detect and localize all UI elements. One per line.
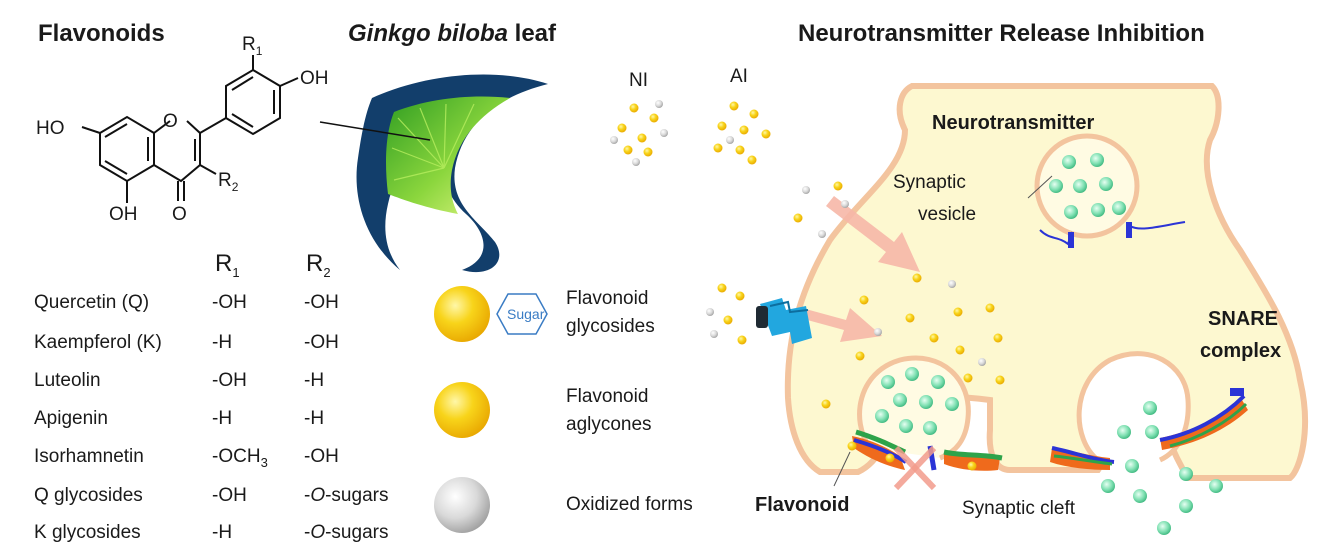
structure-ho-left: HO xyxy=(36,118,65,139)
structure-r1-text: R xyxy=(242,34,256,55)
table-row-r2: -OH xyxy=(304,332,339,353)
table-row-r1: -H xyxy=(212,332,233,353)
table-header-r1-text: R xyxy=(215,250,233,277)
ni-particles xyxy=(610,100,668,166)
table-row-r2: -OH xyxy=(304,292,339,313)
ginkgo-title-italic: Ginkgo biloba xyxy=(348,20,508,47)
r2-italic-o: O xyxy=(310,522,326,543)
sugar-hexagon xyxy=(496,293,548,335)
table-row-r1: -OH xyxy=(212,485,247,506)
table-row-r2-sugars: -O-sugars xyxy=(304,485,388,507)
table-header-r2-text: R xyxy=(306,250,324,277)
table-row-name: K glycosides xyxy=(34,522,141,543)
aglycones-label-line2: aglycones xyxy=(566,414,652,435)
ai-particles xyxy=(713,101,771,165)
neurotransmitter-label: Neurotransmitter xyxy=(932,112,1095,134)
table-row-r1: -H xyxy=(212,408,233,429)
synaptic-cleft-label: Synaptic cleft xyxy=(962,498,1075,519)
table-header-r2: R2 xyxy=(306,250,331,280)
released-neurotransmitters xyxy=(1101,459,1223,535)
flavonoid-label: Flavonoid xyxy=(755,494,850,516)
transporter-icon xyxy=(756,298,812,344)
synaptic-vesicle-label-line2: vesicle xyxy=(918,204,977,225)
structure-o-ring: O xyxy=(163,111,178,132)
glycosides-label-line1: Flavonoid xyxy=(566,288,649,309)
table-row-name: Kaempferol (K) xyxy=(34,332,162,353)
snare-label-line1: SNARE xyxy=(1208,308,1279,330)
structure-r2-sub: 2 xyxy=(231,179,239,194)
structure-r1-sub: 1 xyxy=(255,43,263,58)
sugar-label: Sugar xyxy=(507,306,545,322)
structure-o-carbonyl: O xyxy=(172,204,187,225)
r2-prefix: - xyxy=(304,522,311,543)
flavonoid-structure xyxy=(81,55,299,203)
aglycone-sphere xyxy=(434,382,490,438)
r2-prefix: - xyxy=(304,485,311,506)
table-row-name: Isorhamnetin xyxy=(34,446,144,467)
table-row-r2: -OH xyxy=(304,446,339,467)
ai-label: AI xyxy=(730,66,748,87)
snare-label-line2: complex xyxy=(1200,340,1282,362)
cytoplasm-particles xyxy=(706,181,1005,409)
flavonoids-title: Flavonoids xyxy=(38,20,165,47)
structure-oh-bottom: OH xyxy=(109,204,138,225)
table-header-r1-sub: 1 xyxy=(232,264,240,280)
table-row-r2-sugars: -O-sugars xyxy=(304,522,388,544)
table-row-r1: -H xyxy=(212,522,233,543)
table-row-name: Quercetin (Q) xyxy=(34,292,150,313)
synaptic-vesicle-fusing xyxy=(1050,351,1248,470)
r2-suffix: -sugars xyxy=(325,485,389,506)
glycoside-sphere xyxy=(434,286,490,342)
inhibition-title: Neurotransmitter Release Inhibition xyxy=(798,20,1205,47)
ginkgo-leaf-graphic xyxy=(319,74,548,273)
flavonoid-leader-line xyxy=(833,451,851,487)
table-row-name: Luteolin xyxy=(34,370,101,391)
table-row-name: Q glycosides xyxy=(34,485,143,506)
structure-r1-label: R1 xyxy=(242,34,262,58)
uptake-arrows xyxy=(800,196,920,342)
synaptic-vesicle-label-line1: Synaptic xyxy=(893,172,966,193)
table-row-r2: -H xyxy=(304,370,325,391)
oxidized-sphere xyxy=(434,477,490,533)
table-row-name: Apigenin xyxy=(34,408,108,429)
table-header-r1: R1 xyxy=(215,250,240,280)
structure-oh-top: OH xyxy=(300,68,329,89)
structure-r2-label: R2 xyxy=(218,170,238,194)
ginkgo-title-rest: leaf xyxy=(508,20,557,47)
structure-r2-text: R xyxy=(218,170,232,191)
snare-complex-left xyxy=(847,429,1003,491)
ni-label: NI xyxy=(629,70,648,91)
table-row-r1-sub: 3 xyxy=(260,454,268,470)
table-row-r1: -OCH3 xyxy=(212,446,268,470)
oxidized-label: Oxidized forms xyxy=(566,494,693,515)
table-row-r2: -H xyxy=(304,408,325,429)
table-row-r1: -OH xyxy=(212,292,247,313)
vesicle-leader-line xyxy=(1027,175,1053,199)
r2-italic-o: O xyxy=(310,485,326,506)
table-header-r2-sub: 2 xyxy=(323,264,331,280)
synaptic-vesicle-top xyxy=(1034,133,1186,248)
synaptic-vesicle-docked xyxy=(857,355,971,461)
r2-suffix: -sugars xyxy=(325,522,389,543)
table-row-r1-text: -OCH xyxy=(212,446,261,467)
ginkgo-title: Ginkgo biloba leaf xyxy=(348,20,556,48)
aglycones-label-line1: Flavonoid xyxy=(566,386,649,407)
glycosides-label-line2: glycosides xyxy=(566,316,655,337)
table-row-r1: -OH xyxy=(212,370,247,391)
